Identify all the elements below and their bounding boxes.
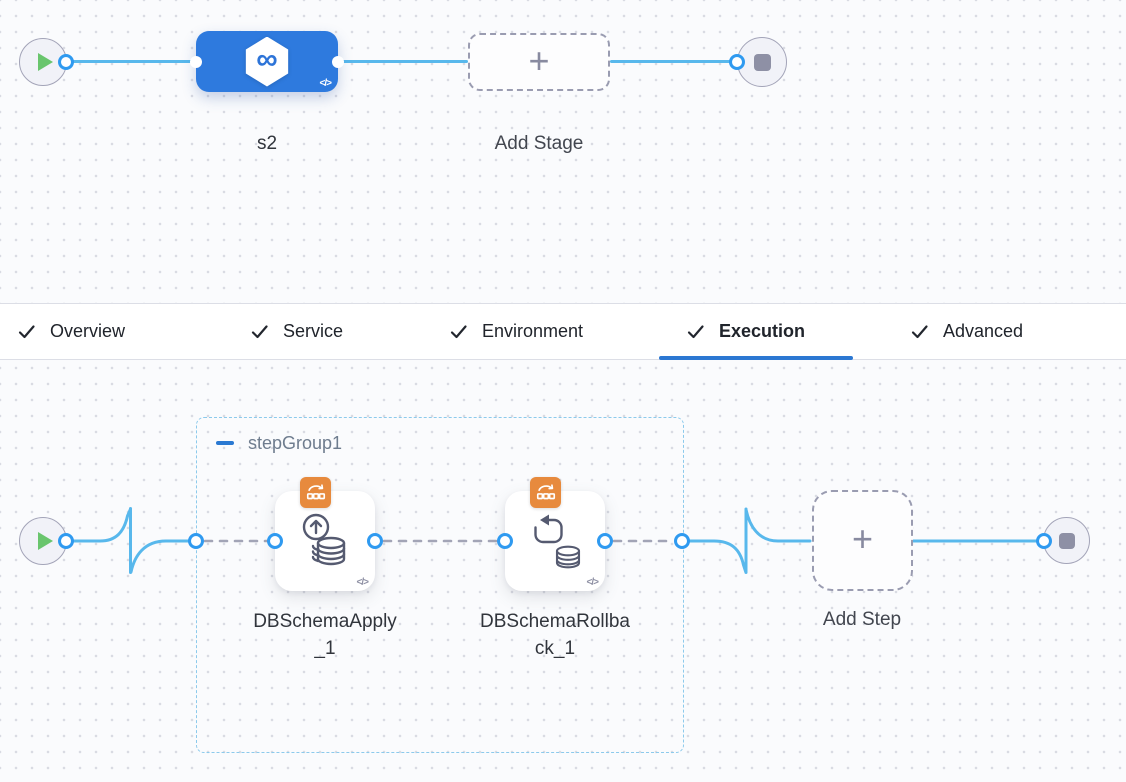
step-in-port[interactable] [267,533,283,549]
tab-execution[interactable]: Execution [687,304,805,359]
check-icon [251,324,268,338]
add-step-label: Add Step [822,609,902,630]
add-stage-button[interactable]: + [468,33,610,91]
collapse-minus-icon[interactable] [216,441,234,445]
check-icon [450,324,467,338]
play-icon [37,532,53,550]
tab-service[interactable]: Service [251,304,343,359]
stage-in-port[interactable] [190,56,202,68]
stage-name-label: s2 [256,133,278,154]
group-in-port[interactable] [188,533,204,549]
yaml-code-icon[interactable]: </> [319,78,333,89]
add-stage-label: Add Stage [494,133,584,154]
tab-overview[interactable]: Overview [18,304,125,359]
aws-schema-badge-icon [300,477,331,508]
tab-environment[interactable]: Environment [450,304,583,359]
tab-label: Overview [50,321,126,341]
tab-label: Environment [482,321,584,341]
stage-node-s2[interactable]: ∞ </> [196,31,338,92]
stop-icon [1058,532,1075,549]
check-icon [687,324,704,338]
db-rollback-icon [534,514,581,569]
plus-icon: + [528,39,550,81]
connector-line [66,60,196,63]
tab-advanced[interactable]: Advanced [911,304,1023,359]
end-in-port[interactable] [729,54,745,70]
tab-label: Advanced [943,321,1024,341]
play-icon [37,53,53,71]
tab-label: Service [283,321,344,341]
check-icon [18,324,35,338]
infinity-icon: ∞ [256,42,278,76]
stage-type-icon: ∞ [244,36,290,87]
execution-connectors [68,507,1046,574]
step-in-port[interactable] [497,533,513,549]
start-out-port[interactable] [58,533,74,549]
stage-config-tabbar: Overview Service Environment Execution A… [0,303,1126,360]
yaml-code-icon[interactable]: </> [586,577,600,588]
check-icon [911,324,928,338]
plus-icon: + [851,518,874,559]
yaml-code-icon[interactable]: </> [356,577,370,588]
connector-line [610,60,740,63]
step-name-label: DBSchemaRollback_1 [480,611,630,659]
stop-icon [753,53,771,71]
start-out-port[interactable] [58,54,74,70]
step-out-port[interactable] [597,533,613,549]
stage-out-port[interactable] [332,56,344,68]
add-step-button[interactable]: + [812,490,913,591]
tab-label: Execution [719,321,806,341]
aws-schema-badge-icon [530,477,561,508]
step-out-port[interactable] [367,533,383,549]
active-tab-underline [659,356,853,360]
step-group-name[interactable]: stepGroup1 [248,433,343,453]
end-in-port[interactable] [1036,533,1052,549]
connector-line [338,60,468,63]
step-name-label: DBSchemaApply_1 [253,611,397,659]
db-apply-icon [302,513,346,566]
step-group-stepGroup1[interactable]: stepGroup1 [196,417,684,753]
group-out-port[interactable] [674,533,690,549]
